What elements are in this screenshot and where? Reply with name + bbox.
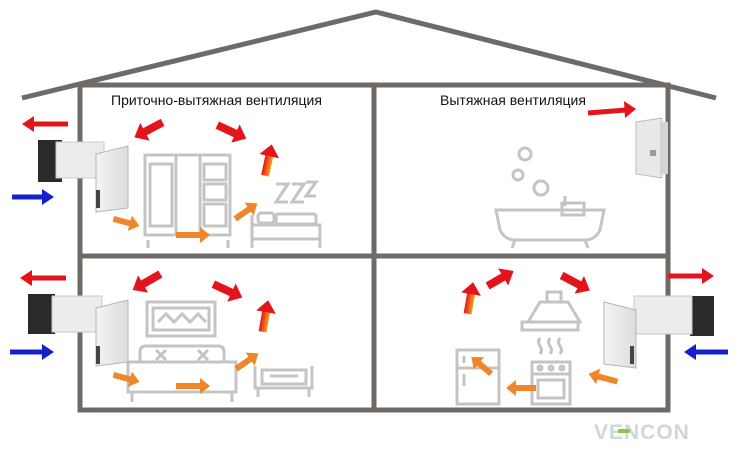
outflow-arrow [20, 270, 66, 286]
armchair-icon [253, 366, 314, 397]
sofa-icon [126, 344, 238, 402]
inflow-arrow [684, 344, 728, 360]
logo-leaf-icon [618, 429, 630, 433]
inflow-arrow [12, 189, 54, 205]
supply-exhaust-label: Приточно-вытяжная вентиляция [111, 92, 322, 108]
circulation-arrows [112, 270, 276, 394]
recuperator-icon [28, 294, 129, 367]
exhaust-label: Вытяжная вентиляция [440, 92, 586, 108]
inflow-arrow [10, 344, 54, 360]
outflow-arrow [22, 116, 68, 132]
bathtub-icon [494, 146, 606, 249]
circulation-arrows [461, 268, 619, 396]
roof [21, 9, 717, 101]
house [21, 9, 717, 413]
circulation-arrows [112, 118, 280, 243]
exhaust-fan-icon [635, 117, 668, 179]
recuperator-icon [38, 140, 129, 213]
range-hood-icon [520, 290, 583, 355]
tv-icon [145, 300, 217, 338]
bed-sleeping-icon [250, 180, 322, 248]
vencon-logo: VENCON [594, 421, 690, 444]
recuperator-icon [603, 295, 714, 369]
outflow-arrow [668, 268, 714, 284]
exhaust-arrow [587, 101, 636, 118]
fridge-icon [455, 348, 501, 406]
stove-icon [530, 360, 572, 406]
